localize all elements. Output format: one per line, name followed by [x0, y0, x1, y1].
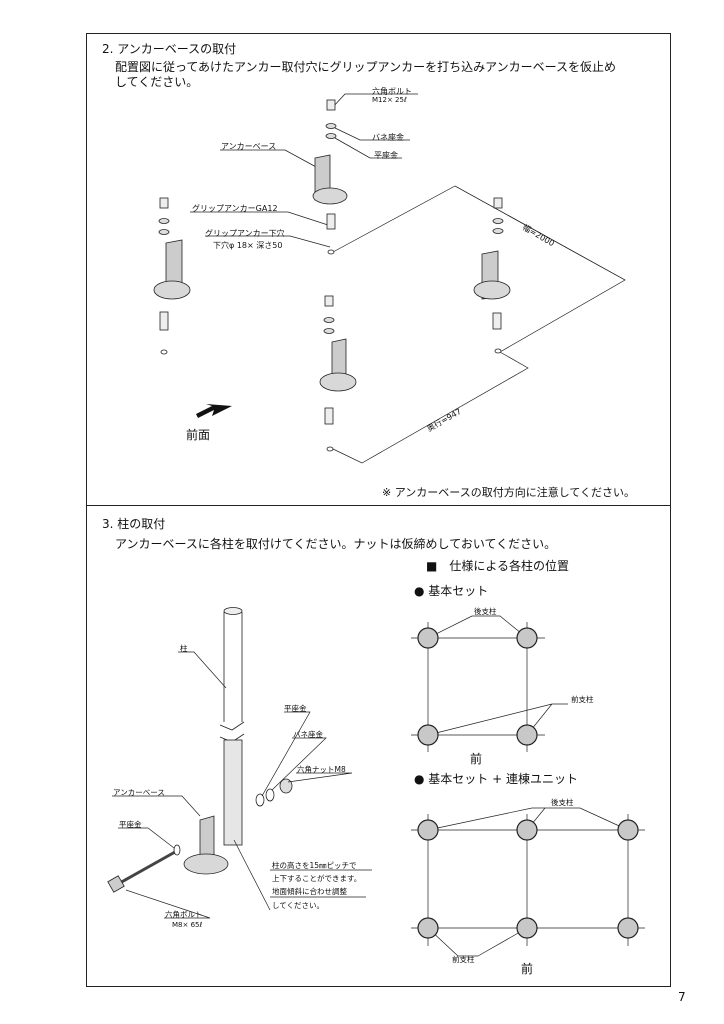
spring-washer-label-3: バネ座金 — [293, 730, 323, 739]
hex-bolt-size-3: M8× 65ℓ — [172, 921, 203, 929]
hex-bolt-label: 六角ボルト — [372, 87, 412, 96]
height-note-line4: してください。 — [272, 901, 325, 910]
section-divider — [86, 505, 671, 506]
anchor-base-label-3: アンカーベース — [113, 788, 165, 797]
basic-front-label: 前 — [470, 752, 483, 766]
grip-anchor-label: グリップアンカーGA12 — [192, 204, 278, 213]
page-frame — [86, 33, 671, 987]
section3-body: アンカーベースに各柱を取付けてください。ナットは仮締めしておいてください。 — [115, 537, 557, 551]
anchor-base-label: アンカーベース — [221, 142, 277, 151]
height-note-line1: 柱の高さを15㎜ピッチで — [272, 861, 357, 870]
flat-washer-top-label: 平座金 — [284, 704, 307, 713]
section2-body-line2: してください。 — [115, 75, 199, 89]
basic-set-heading: ● 基本セット — [414, 584, 489, 598]
section2-body-line1: 配置図に従ってあけたアンカー取付穴にグリップアンカーを打ち込みアンカーベースを仮… — [115, 60, 617, 74]
spring-washer-label: バネ座金 — [372, 133, 404, 142]
height-note-line2: 上下することができます。 — [272, 874, 362, 883]
basic-rear-post-label: 後支柱 — [474, 607, 497, 616]
section2-title: 2. アンカーベースの取付 — [102, 42, 237, 56]
combo-front-post-label: 前支柱 — [452, 955, 475, 964]
combo-rear-post-label: 後支柱 — [551, 798, 574, 807]
flat-washer-left-label: 平座金 — [119, 820, 142, 829]
section3-title: 3. 柱の取付 — [102, 517, 166, 531]
hex-bolt-label-3: 六角ボルト — [165, 910, 203, 919]
spec-heading: ■ 仕様による各柱の位置 — [426, 559, 569, 573]
hex-bolt-size: M12× 25ℓ — [372, 96, 407, 104]
section2-note: ※ アンカーベースの取付方向に注意してください。 — [382, 486, 636, 499]
hole-size-label: 下穴φ 18× 深さ50 — [213, 241, 283, 250]
combo-set-heading: ● 基本セット + 連棟ユニット — [414, 772, 578, 786]
grip-anchor-hole-label: グリップアンカー下穴 — [205, 229, 285, 238]
hex-nut-label: 六角ナットM8 — [297, 765, 346, 774]
page-number: 7 — [678, 990, 686, 1004]
front-label: 前面 — [186, 428, 211, 442]
basic-front-post-label: 前支柱 — [571, 695, 594, 704]
height-note-line3: 地面傾斜に合わせ調整 — [272, 887, 347, 896]
pillar-label: 柱 — [180, 644, 188, 653]
combo-front-label: 前 — [521, 962, 534, 976]
flat-washer-label: 平座金 — [374, 151, 398, 160]
